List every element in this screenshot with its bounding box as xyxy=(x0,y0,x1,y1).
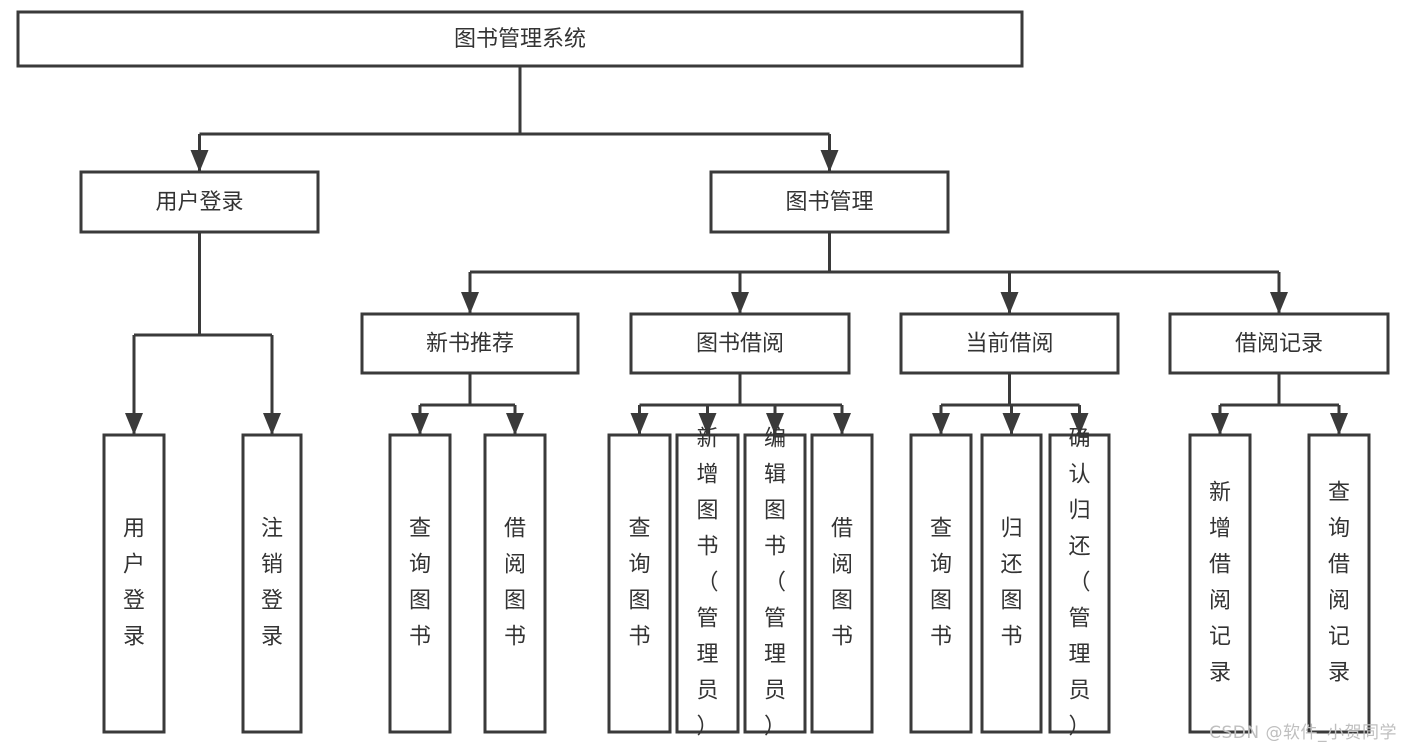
arrow-head-icon xyxy=(1070,413,1089,435)
node-label: 确认归还（管理员） xyxy=(1068,427,1090,740)
node-leaf-borrow-book-2[interactable]: 借阅图书 xyxy=(810,433,874,734)
arrow-head-icon xyxy=(932,413,950,435)
node-new-book-rec[interactable]: 新书推荐 xyxy=(360,312,580,375)
node-label: 注销登录 xyxy=(261,517,283,650)
arrow-head-icon xyxy=(263,413,281,435)
arrow-head-icon xyxy=(1002,413,1021,435)
node-label: 新增借阅记录 xyxy=(1209,481,1231,686)
node-leaf-query-record[interactable]: 查询借阅记录 xyxy=(1307,433,1371,734)
arrow-head-icon xyxy=(833,413,851,435)
node-label: 图书管理 xyxy=(785,190,873,215)
node-leaf-query-book-1[interactable]: 查询图书 xyxy=(388,433,452,734)
node-user-login[interactable]: 用户登录 xyxy=(79,170,320,234)
arrow-head-icon xyxy=(1000,292,1019,314)
node-book-manage[interactable]: 图书管理 xyxy=(709,170,950,234)
node-leaf-logout[interactable]: 注销登录 xyxy=(241,433,303,734)
node-book-borrow[interactable]: 图书借阅 xyxy=(629,312,851,375)
node-label: 图书借阅 xyxy=(696,332,784,357)
arrow-head-icon xyxy=(630,413,649,435)
node-label: 借阅图书 xyxy=(504,517,526,650)
node-label: 编辑图书（管理员） xyxy=(764,427,786,740)
node-boxes: 图书管理系统用户登录图书管理新书推荐图书借阅当前借阅借阅记录用户登录注销登录查询… xyxy=(16,10,1390,740)
arrow-head-icon xyxy=(820,150,839,172)
node-label: 归还图书 xyxy=(1000,517,1022,650)
node-leaf-borrow-book-1[interactable]: 借阅图书 xyxy=(483,433,547,734)
arrow-head-icon xyxy=(461,292,479,314)
node-label: 新增图书（管理员） xyxy=(696,427,718,740)
arrow-head-icon xyxy=(1211,413,1229,435)
node-label: 当前借阅 xyxy=(965,332,1053,357)
arrow-head-icon xyxy=(190,150,209,172)
node-leaf-query-book-3[interactable]: 查询图书 xyxy=(909,433,973,734)
arrow-head-icon xyxy=(1270,292,1288,314)
node-leaf-confirm-return[interactable]: 确认归还（管理员） xyxy=(1048,427,1111,740)
node-label: 新书推荐 xyxy=(426,332,514,357)
node-leaf-add-book[interactable]: 新增图书（管理员） xyxy=(675,427,740,740)
arrow-head-icon xyxy=(125,413,143,435)
node-label: 查询图书 xyxy=(628,517,650,650)
node-root-root[interactable]: 图书管理系统 xyxy=(16,10,1024,68)
arrow-head-icon xyxy=(731,292,749,314)
node-leaf-return-book[interactable]: 归还图书 xyxy=(980,433,1043,734)
arrow-head-icon xyxy=(766,413,784,435)
node-leaf-edit-book[interactable]: 编辑图书（管理员） xyxy=(743,427,807,740)
node-label: 查询图书 xyxy=(930,517,952,650)
node-label: 图书管理系统 xyxy=(454,27,586,52)
node-label: 用户登录 xyxy=(155,190,243,215)
arrow-head-icon xyxy=(1330,413,1348,435)
node-label: 借阅图书 xyxy=(831,517,853,650)
connector-lines xyxy=(125,66,1348,435)
node-label: 借阅记录 xyxy=(1235,332,1323,357)
node-leaf-query-book-2[interactable]: 查询图书 xyxy=(607,433,672,734)
arrow-head-icon xyxy=(698,413,717,435)
arrow-head-icon xyxy=(506,413,524,435)
arrow-head-icon xyxy=(411,413,429,435)
node-label: 查询借阅记录 xyxy=(1328,481,1350,686)
node-label: 查询图书 xyxy=(409,517,431,650)
node-borrow-record[interactable]: 借阅记录 xyxy=(1168,312,1390,375)
node-leaf-add-record[interactable]: 新增借阅记录 xyxy=(1188,433,1252,734)
node-label: 用户登录 xyxy=(123,517,145,650)
node-leaf-user-login[interactable]: 用户登录 xyxy=(102,433,166,734)
node-current-borrow[interactable]: 当前借阅 xyxy=(899,312,1120,375)
